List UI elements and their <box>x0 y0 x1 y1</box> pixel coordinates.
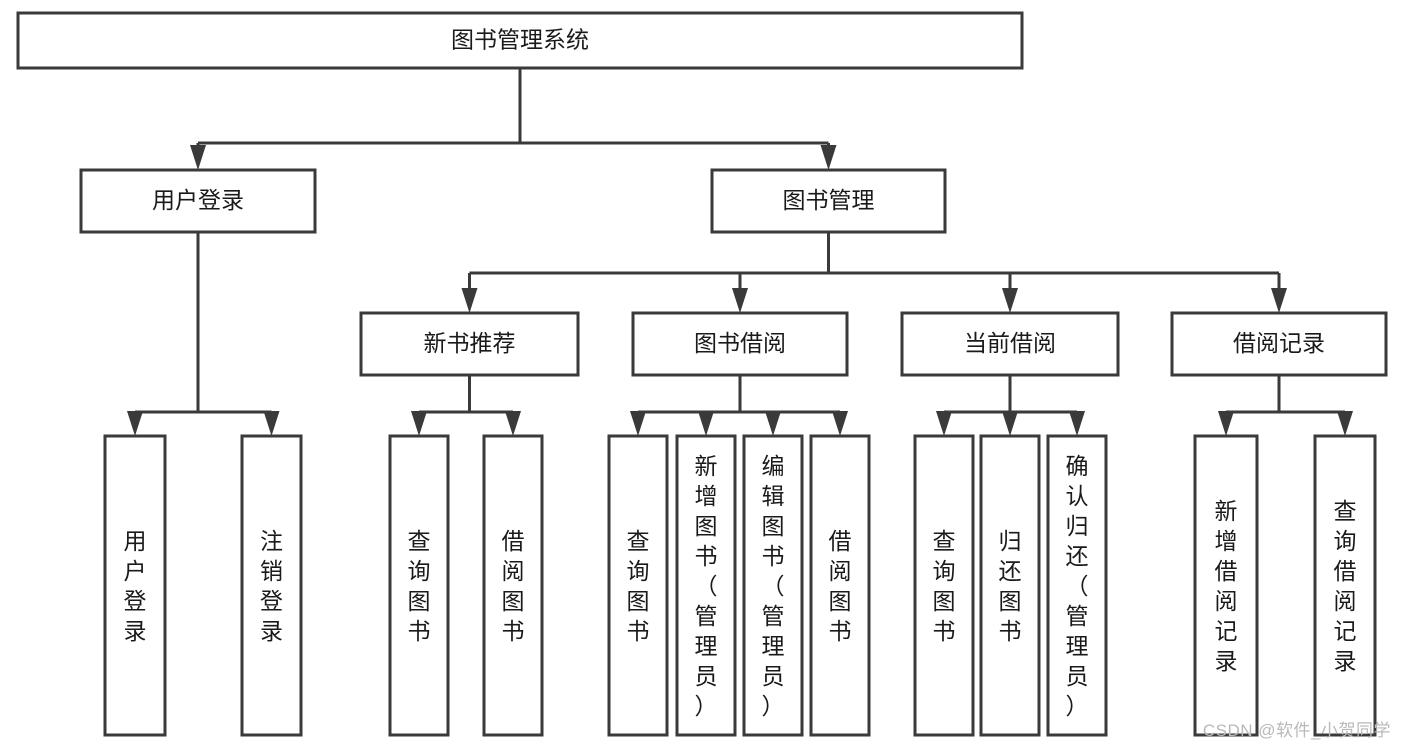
node-n-borrow[interactable]: 图书借阅 <box>631 311 849 377</box>
node-label: 编辑图书（管理员） <box>762 453 785 719</box>
csdn-watermark: CSDN @软件_小贺同学 <box>1202 721 1391 740</box>
node-l-cu-return[interactable]: 归还图书 <box>979 434 1041 737</box>
node-box[interactable] <box>16 11 1024 70</box>
node-box[interactable] <box>809 434 871 737</box>
node-label: 确认归还（管理员） <box>1066 453 1089 719</box>
node-box[interactable] <box>900 311 1120 377</box>
node-l-rc-query[interactable]: 查询借阅记录 <box>1313 434 1377 737</box>
node-n-records[interactable]: 借阅记录 <box>1170 311 1388 377</box>
node-l-nb-borrow[interactable]: 借阅图书 <box>482 434 544 737</box>
node-label: 当前借阅 <box>964 330 1056 356</box>
node-box[interactable] <box>607 434 669 737</box>
connector-group-n_current <box>936 375 1085 436</box>
node-box[interactable] <box>1170 311 1388 377</box>
node-label: 用户登录 <box>124 528 147 644</box>
connector-group-n_records <box>1218 375 1353 436</box>
node-l-user-logout[interactable]: 注销登录 <box>240 434 303 737</box>
node-label: 归还图书 <box>999 528 1022 644</box>
node-layer: 图书管理系统用户登录图书管理新书推荐图书借阅当前借阅借阅记录用户登录注销登录查询… <box>16 11 1388 737</box>
node-label: 图书管理 <box>783 187 875 213</box>
node-l-bo-lend[interactable]: 借阅图书 <box>809 434 871 737</box>
node-box[interactable] <box>1193 434 1259 737</box>
connector-group-n_book_manage <box>461 232 1287 313</box>
node-l-bo-edit[interactable]: 编辑图书（管理员） <box>742 434 804 737</box>
node-box[interactable] <box>240 434 303 737</box>
node-box[interactable] <box>79 168 317 234</box>
node-label: 借阅图书 <box>502 528 525 644</box>
connector-group-n_borrow <box>630 375 848 436</box>
node-n-current[interactable]: 当前借阅 <box>900 311 1120 377</box>
node-box[interactable] <box>913 434 975 737</box>
node-label: 图书管理系统 <box>451 27 589 53</box>
node-l-rc-add[interactable]: 新增借阅记录 <box>1193 434 1259 737</box>
node-label: 注销登录 <box>260 528 283 644</box>
node-box[interactable] <box>710 168 947 234</box>
node-box[interactable] <box>103 434 167 737</box>
connector-group-n_user_login <box>127 232 280 436</box>
node-label: 借阅记录 <box>1233 330 1325 356</box>
node-box[interactable] <box>388 434 450 737</box>
node-n-user-login[interactable]: 用户登录 <box>79 168 317 234</box>
node-box[interactable] <box>359 311 580 377</box>
node-l-cu-query[interactable]: 查询图书 <box>913 434 975 737</box>
node-label: 查询图书 <box>408 528 431 644</box>
node-box[interactable] <box>742 434 804 737</box>
node-box[interactable] <box>1046 434 1108 737</box>
node-label: 查询借阅记录 <box>1334 498 1357 674</box>
node-l-bo-add[interactable]: 新增图书（管理员） <box>675 434 737 737</box>
connector-group-root <box>190 68 837 170</box>
node-l-cu-confirm[interactable]: 确认归还（管理员） <box>1046 434 1108 737</box>
node-box[interactable] <box>1313 434 1377 737</box>
node-l-user-login[interactable]: 用户登录 <box>103 434 167 737</box>
node-l-bo-query[interactable]: 查询图书 <box>607 434 669 737</box>
node-label: 查询图书 <box>933 528 956 644</box>
node-box[interactable] <box>675 434 737 737</box>
node-label: 用户登录 <box>152 187 244 213</box>
connector-layer <box>127 68 1353 436</box>
node-label: 新书推荐 <box>424 330 516 356</box>
connector-group-n_new_books <box>411 375 521 436</box>
node-label: 新增借阅记录 <box>1215 498 1238 674</box>
node-label: 图书借阅 <box>694 330 786 356</box>
node-l-nb-query[interactable]: 查询图书 <box>388 434 450 737</box>
node-label: 新增图书（管理员） <box>695 453 718 719</box>
node-box[interactable] <box>979 434 1041 737</box>
node-label: 查询图书 <box>627 528 650 644</box>
node-box[interactable] <box>482 434 544 737</box>
node-root[interactable]: 图书管理系统 <box>16 11 1024 70</box>
node-n-new-books[interactable]: 新书推荐 <box>359 311 580 377</box>
node-label: 借阅图书 <box>829 528 852 644</box>
node-n-book-manage[interactable]: 图书管理 <box>710 168 947 234</box>
node-box[interactable] <box>631 311 849 377</box>
